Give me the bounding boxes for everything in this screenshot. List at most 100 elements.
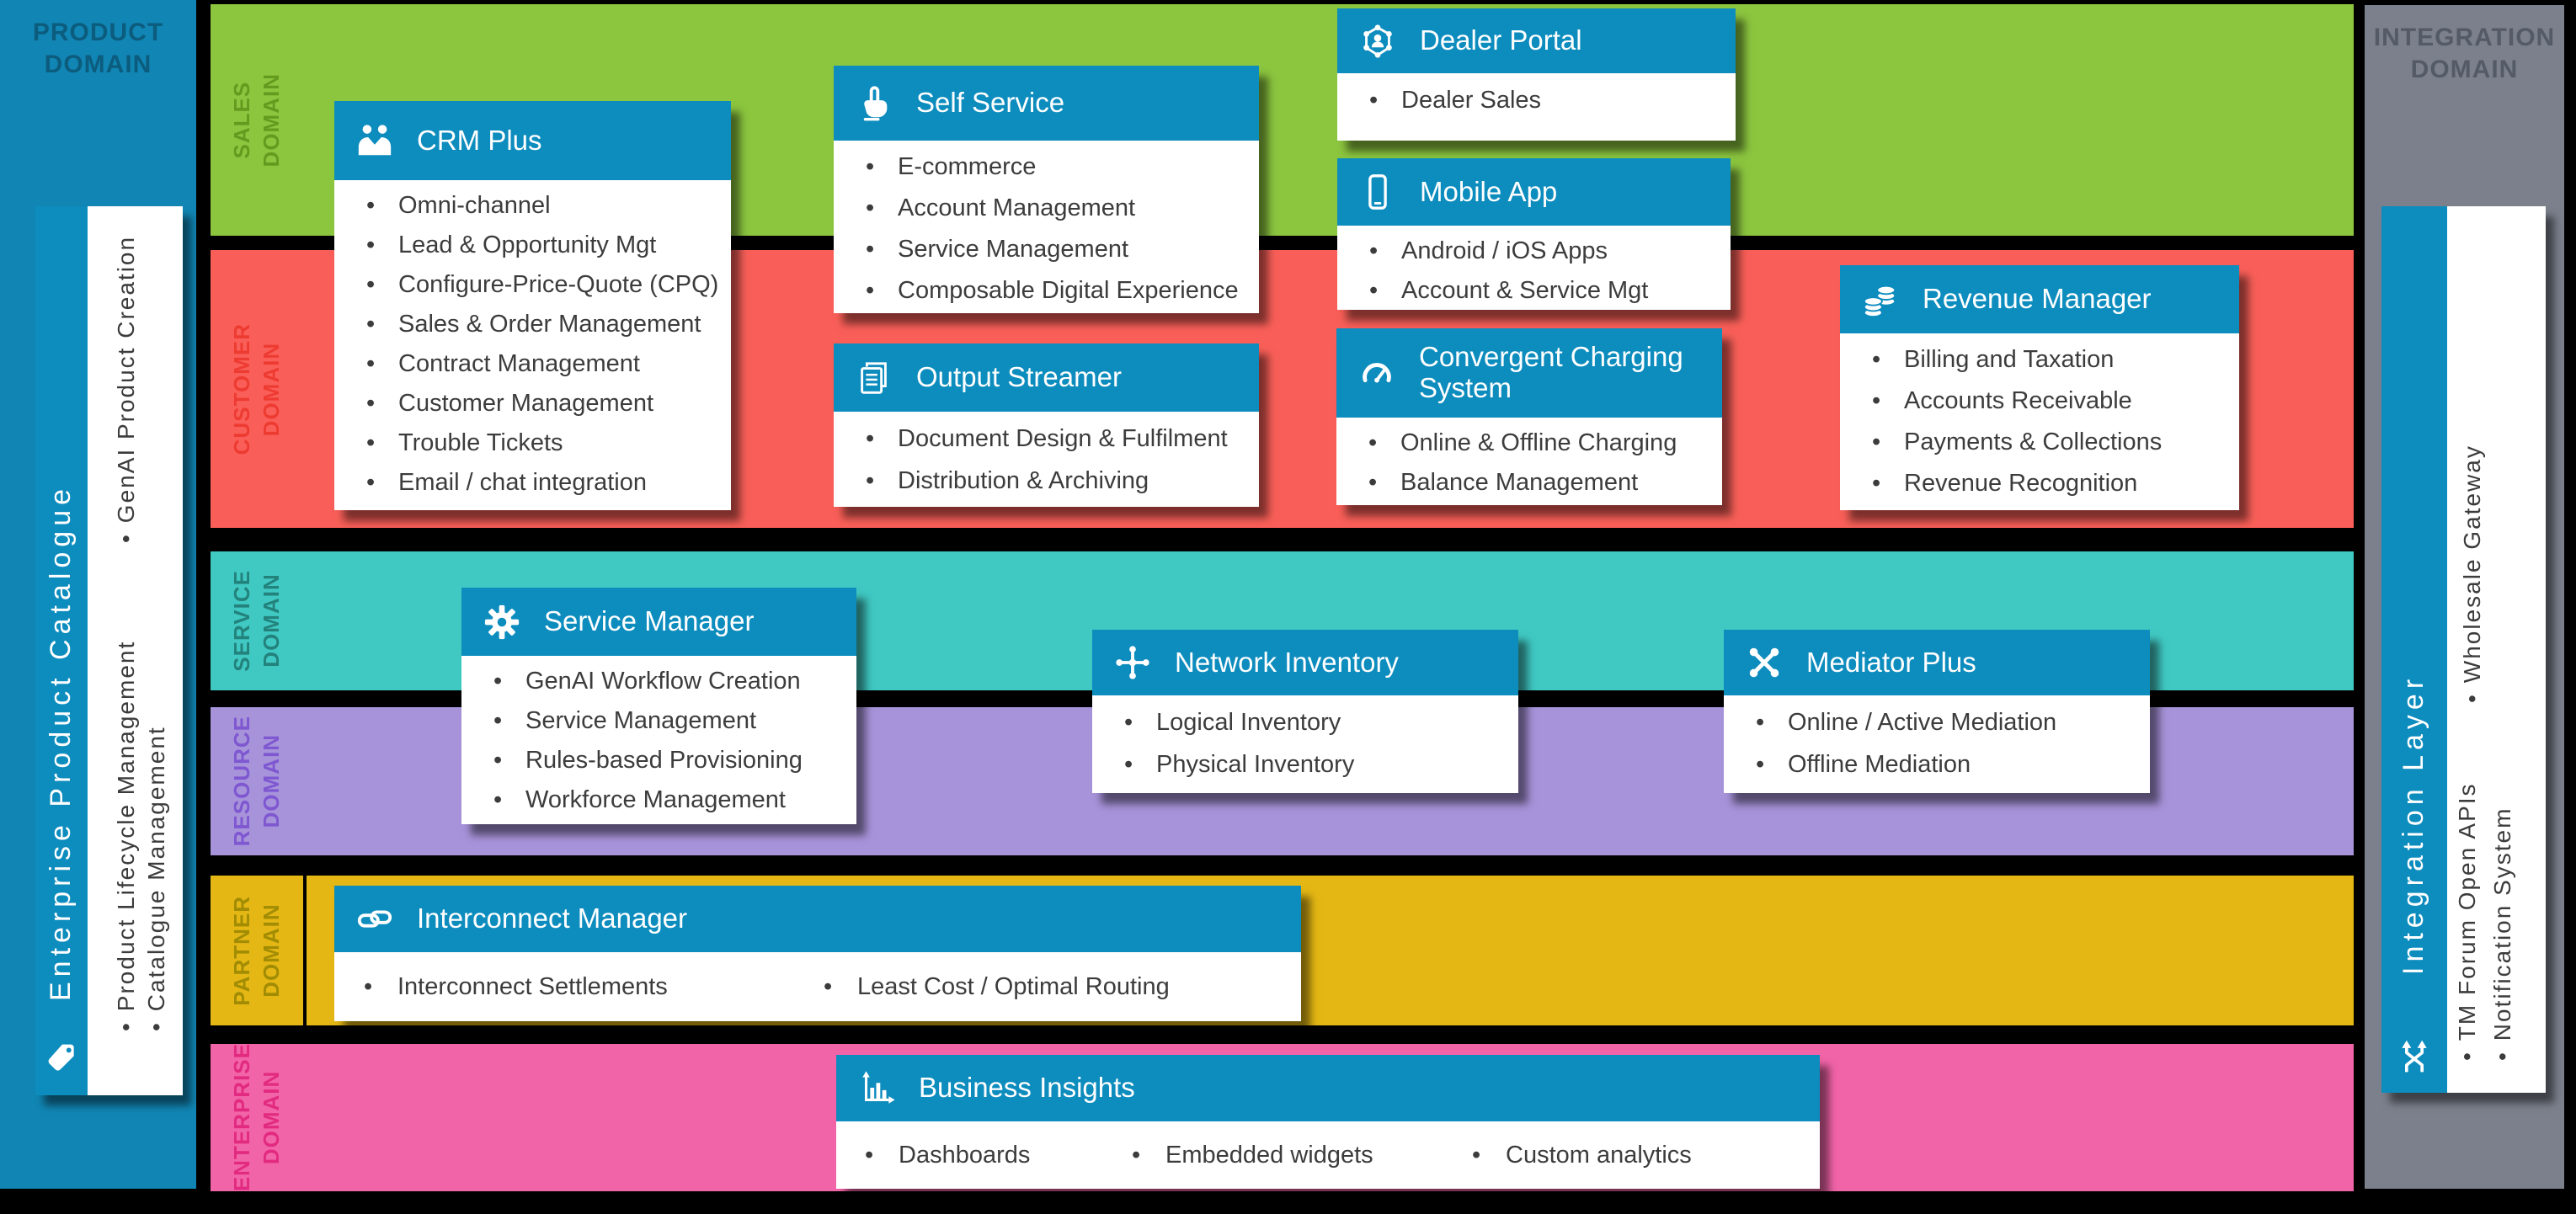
list-item: Account Management [834,188,1259,229]
card-title: Mobile App [1420,175,1558,207]
list-item: Email / chat integration [334,463,731,503]
product-card-dealer-portal: Dealer PortalDealer Sales [1337,8,1736,141]
list-item-text: Notification System [2489,807,2515,1041]
list-item: • Notification System [2489,665,2516,1061]
product-card-convergent-charging: Convergent Charging SystemOnline & Offli… [1336,328,1722,505]
crossed-links-icon [1741,643,1788,682]
list-item: Billing and Taxation [1840,339,2239,381]
enterprise-product-catalogue-header: Enterprise Product Catalogue [35,206,88,1095]
bullet: • [2454,1051,2480,1061]
tap-hand-icon [851,84,898,123]
list-item: Composable Digital Experience [834,270,1259,311]
list-item: E-commerce [834,146,1259,188]
product-domain-label-line1: PRODUCT [32,19,164,46]
list-item-text: Catalogue Management [143,726,169,1012]
card-header: Mobile App [1337,158,1731,226]
list-item-text: TM Forum Open APIs [2454,782,2480,1041]
gauge-icon [1353,354,1400,392]
integration-domain-label-line2: DOMAIN [2410,55,2519,83]
integration-layer-header: Integration Layer [2381,206,2447,1093]
enterprise-product-catalogue-title: Enterprise Product Catalogue [45,483,77,1001]
product-card-service-manager: Service ManagerGenAI Workflow CreationSe… [461,588,856,824]
list-item: Sales & Order Management [334,305,731,344]
list-item: • GenAI Product Creation [113,223,140,543]
bullet: • [113,1021,139,1031]
integration-domain-label: INTEGRATION DOMAIN [2365,22,2564,85]
card-header: Mediator Plus [1724,630,2150,695]
card-title: Revenue Manager [1923,283,2152,315]
card-body: E-commerceAccount ManagementService Mana… [834,141,1259,313]
list-item: Omni-channel [334,186,731,226]
bullet: • [113,533,139,543]
card-title: Service Manager [544,605,755,637]
shuffle-icon [2396,1038,2433,1079]
list-item: • TM Forum Open APIs [2454,665,2481,1061]
list-item-text: GenAI Product Creation [113,235,139,524]
handshake-icon [351,121,398,160]
bullet: • [2489,1051,2515,1061]
list-item: Dashboards [865,1121,1030,1189]
product-card-interconnect-manager: Interconnect ManagerInterconnect Settlem… [334,886,1301,1021]
product-card-revenue-manager: Revenue ManagerBilling and TaxationAccou… [1840,265,2239,510]
list-item: Payments & Collections [1840,422,2239,463]
list-item: Dealer Sales [1337,79,1736,121]
card-title: Interconnect Manager [417,903,688,934]
card-header: Interconnect Manager [334,886,1301,952]
product-domain-label: PRODUCT DOMAIN [0,17,196,80]
card-body: Logical InventoryPhysical Inventory [1092,695,1518,793]
list-item: Android / iOS Apps [1337,232,1731,271]
list-item: Workforce Management [461,780,856,820]
domain-label-line1: RESOURCE [228,716,254,847]
list-item: Online / Active Mediation [1724,701,2150,743]
domain-label-line1: ENTERPRISE [228,1043,254,1192]
domain-label-line2: DOMAIN [259,1070,284,1165]
product-card-network-inventory: Network InventoryLogical InventoryPhysic… [1092,630,1518,793]
card-title: Output Streamer [916,361,1122,393]
integration-layer-card: Integration Layer •Wholesale Gateway •TM… [2381,206,2546,1093]
domain-label-line1: CUSTOMER [228,322,254,455]
card-body: Billing and TaxationAccounts ReceivableP… [1840,333,2239,510]
card-header: Convergent Charging System [1336,328,1722,418]
documents-icon [851,359,898,397]
card-body: Dealer Sales [1337,73,1736,141]
card-title: Dealer Portal [1420,24,1582,56]
card-body: Document Design & FulfilmentDistribution… [834,412,1259,507]
card-body: Omni-channelLead & Opportunity MgtConfig… [334,180,731,510]
integration-domain-label-line1: INTEGRATION [2373,24,2556,51]
list-item: Physical Inventory [1092,743,1518,785]
card-title: Mediator Plus [1806,646,1976,678]
list-item: •Product Lifecycle Management [113,641,140,1031]
partner-network-icon [1354,22,1401,61]
list-item: Accounts Receivable [1840,381,2239,422]
card-header: Service Manager [461,588,856,656]
list-item: Balance Management [1336,463,1722,503]
card-body: Online / Active MediationOffline Mediati… [1724,695,2150,793]
integration-layer-title: Integration Layer [2397,674,2429,975]
list-item: Service Management [461,701,856,741]
card-header: Revenue Manager [1840,265,2239,333]
card-header: Network Inventory [1092,630,1518,695]
domain-label-line2: DOMAIN [259,72,284,168]
product-domain-label-line2: DOMAIN [44,50,152,78]
card-title: CRM Plus [417,124,542,156]
list-item: Offline Mediation [1724,743,2150,785]
list-item: Account & Service Mgt [1337,271,1731,311]
coins-icon [1857,280,1904,319]
list-item: Online & Offline Charging [1336,423,1722,463]
card-header: CRM Plus [334,101,731,180]
product-card-self-service: Self ServiceE-commerceAccount Management… [834,66,1259,313]
card-header: Business Insights [836,1055,1820,1121]
gear-icon [478,603,525,642]
list-item: •Catalogue Management [143,669,170,1031]
card-body: Android / iOS AppsAccount & Service Mgt [1337,226,1731,310]
integration-layer-body: •Wholesale Gateway •TM Forum Open APIs •… [2447,206,2546,1093]
domain-label-line2: DOMAIN [259,573,284,668]
